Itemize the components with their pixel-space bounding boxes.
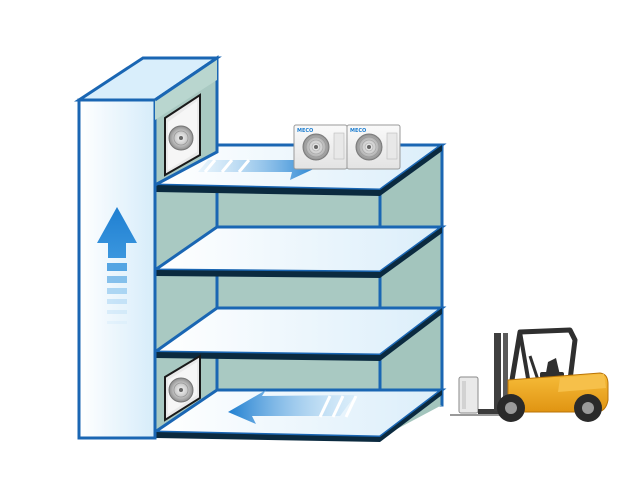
arrow-up-icon	[97, 207, 137, 324]
floor-slab-2	[150, 306, 447, 361]
arrow-left-icon	[228, 390, 358, 424]
floor-slab-3	[150, 225, 447, 278]
indoor-unit-top	[164, 93, 201, 177]
forklift-icon	[450, 327, 609, 422]
ac-brand-label: MECO	[350, 128, 366, 134]
arrow-right-icon	[198, 153, 320, 180]
indoor-unit-bottom	[164, 354, 201, 422]
ac-brand-label: MECO	[297, 128, 313, 134]
outdoor-ac-unit-icon: MECO MECO	[293, 124, 401, 170]
